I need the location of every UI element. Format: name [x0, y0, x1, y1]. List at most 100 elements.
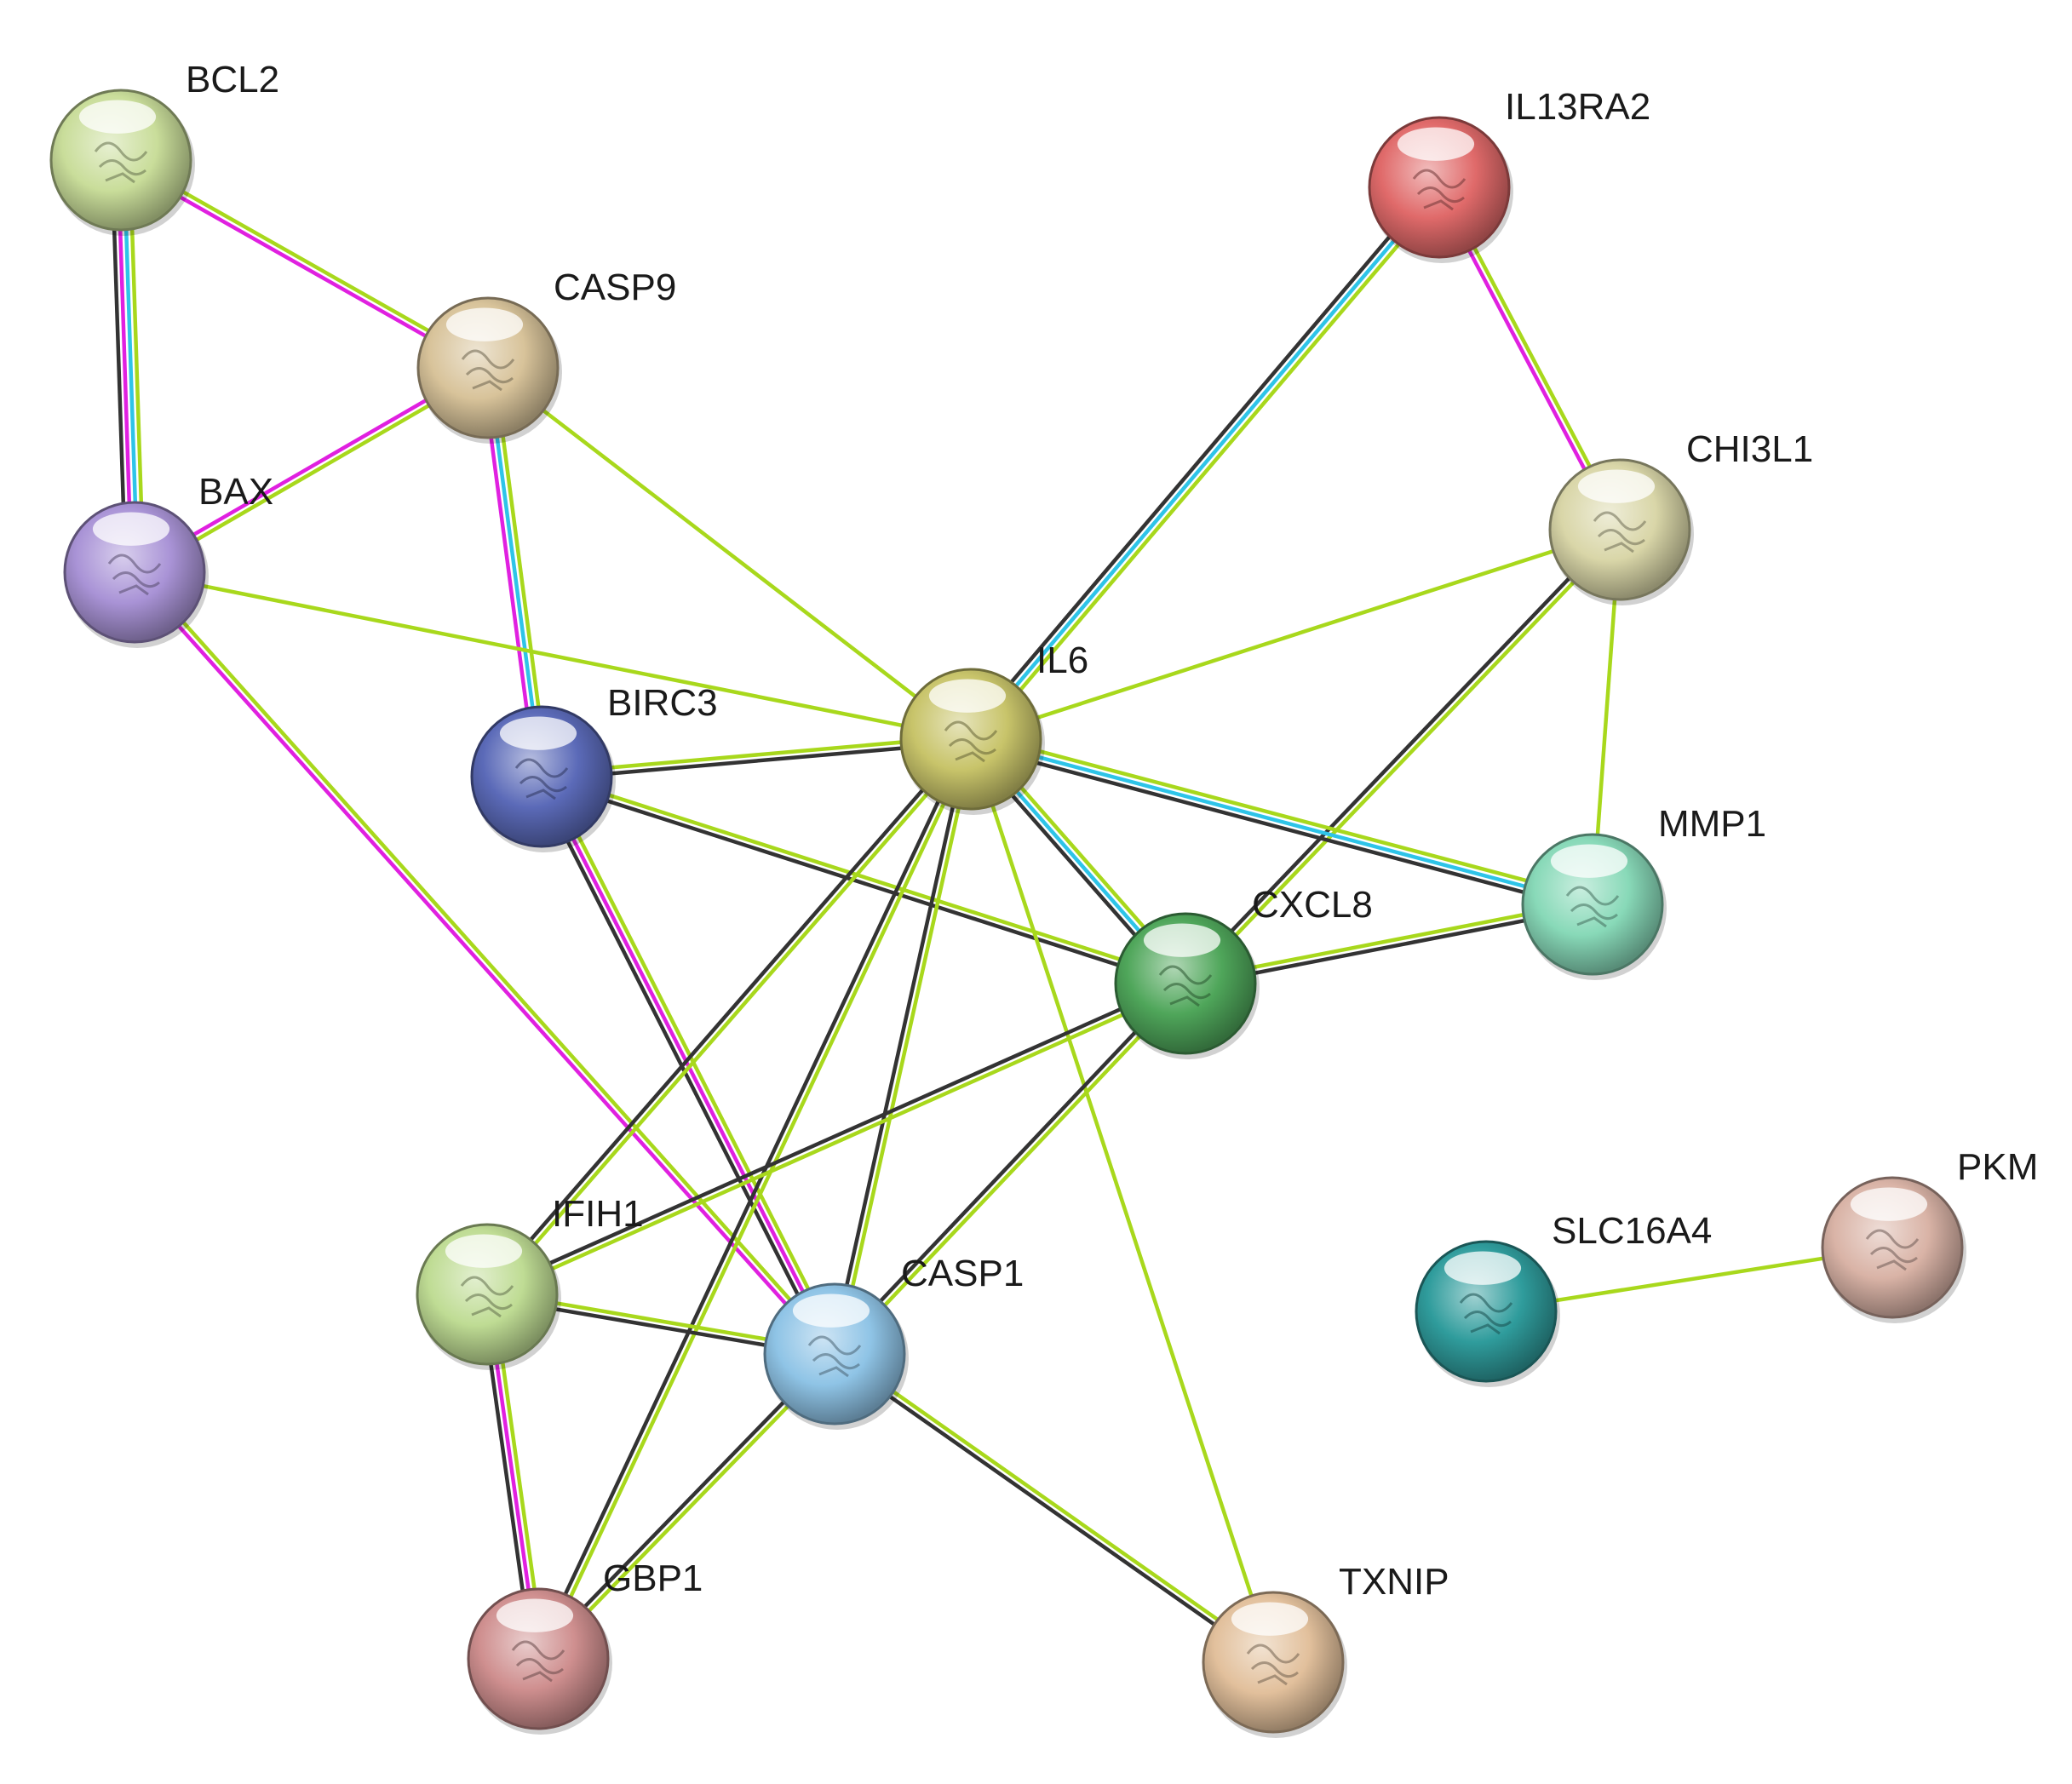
edge-evidence-line — [835, 739, 976, 1356]
edge-evidence-line — [542, 772, 1187, 983]
edge-bax-il6 — [134, 570, 972, 742]
edge-il6-mmp1 — [968, 731, 1595, 912]
protein-structure-icon — [511, 1640, 565, 1683]
edge-evidence-line — [972, 731, 1595, 901]
edge-evidence-line — [970, 737, 1593, 907]
node-highlight — [78, 100, 157, 134]
node-cxcl8[interactable]: CXCL8 — [1114, 884, 1373, 1059]
edge-evidence-line — [540, 777, 1185, 989]
edge-evidence-line — [487, 984, 1188, 1299]
node-slc16a4[interactable]: SLC16A4 — [1415, 1210, 1712, 1387]
edge-evidence-line — [130, 572, 835, 1357]
node-label: CXCL8 — [1252, 884, 1373, 926]
edge-cxcl8-casp1 — [830, 980, 1190, 1357]
protein-structure-icon — [1158, 965, 1213, 1007]
node-highlight — [792, 1294, 870, 1328]
edge-evidence-line — [829, 737, 970, 1354]
edge-cxcl8-ifih1 — [485, 978, 1188, 1299]
edge-evidence-line — [968, 743, 1592, 912]
protein-structure-icon — [514, 758, 569, 800]
node-highlight — [1444, 1251, 1522, 1285]
edge-il6-casp1 — [829, 737, 976, 1356]
edge-evidence-line — [970, 527, 1621, 742]
protein-structure-icon — [107, 554, 162, 596]
edge-evidence-line — [830, 980, 1185, 1354]
edge-evidence-line — [1181, 526, 1620, 984]
edge-evidence-line — [134, 570, 972, 742]
node-il6[interactable]: IL6 — [899, 640, 1088, 815]
node-label: PKM — [1957, 1146, 2038, 1188]
node-birc3[interactable]: BIRC3 — [470, 682, 718, 852]
protein-structure-icon — [1459, 1293, 1513, 1335]
node-highlight — [445, 1234, 523, 1268]
protein-structure-icon — [807, 1335, 862, 1378]
node-chi3l1[interactable]: CHI3L1 — [1548, 428, 1813, 605]
edge-evidence-line — [483, 736, 971, 1294]
node-highlight — [1550, 844, 1628, 878]
edge-evidence-line — [969, 186, 1441, 741]
node-label: BAX — [198, 471, 273, 513]
node-ifih1[interactable]: IFIH1 — [416, 1193, 644, 1370]
node-highlight — [1397, 127, 1475, 161]
edge-chi3l1-il6 — [970, 527, 1621, 742]
edge-evidence-line — [486, 366, 973, 741]
node-bcl2[interactable]: BCL2 — [49, 59, 279, 236]
protein-structure-icon — [1865, 1229, 1920, 1271]
node-label: IL13RA2 — [1505, 86, 1650, 128]
protein-structure-icon — [1565, 886, 1620, 928]
node-label: BCL2 — [186, 59, 279, 100]
edge-evidence-line — [487, 739, 975, 1298]
edge-evidence-line — [135, 569, 839, 1354]
node-casp1[interactable]: CASP1 — [763, 1253, 1024, 1430]
node-label: CHI3L1 — [1686, 428, 1813, 470]
edge-evidence-line — [1185, 530, 1624, 987]
edge-evidence-line — [835, 1350, 1277, 1661]
edge-evidence-line — [541, 734, 971, 776]
edge-evidence-line — [485, 978, 1185, 1294]
edge-bax-casp1 — [130, 569, 839, 1357]
protein-structure-icon — [461, 349, 515, 392]
edge-evidence-line — [968, 738, 1276, 1663]
protein-structure-icon — [944, 720, 998, 763]
node-highlight — [499, 716, 577, 750]
edge-evidence-line — [831, 1355, 1273, 1666]
node-txnip[interactable]: TXNIP — [1202, 1561, 1449, 1738]
node-casp9[interactable]: CASP9 — [416, 267, 676, 444]
node-label: GBP1 — [603, 1557, 703, 1599]
node-label: IL6 — [1036, 640, 1088, 681]
node-highlight — [1850, 1187, 1928, 1221]
edge-evidence-line — [835, 984, 1190, 1357]
protein-structure-icon — [460, 1276, 514, 1318]
protein-structure-icon — [1412, 169, 1466, 211]
edge-birc3-il6 — [541, 734, 972, 782]
edge-il6-txnip — [968, 738, 1276, 1663]
edge-evidence-line — [964, 182, 1437, 737]
node-highlight — [1231, 1602, 1309, 1636]
node-highlight — [92, 512, 170, 546]
protein-structure-icon — [1593, 511, 1647, 554]
node-mmp1[interactable]: MMP1 — [1521, 803, 1766, 980]
node-label: BIRC3 — [607, 682, 718, 724]
node-il13ra2[interactable]: IL13RA2 — [1368, 86, 1650, 263]
edge-evidence-line — [973, 190, 1446, 744]
edge-il6-gbp1 — [533, 737, 976, 1661]
protein-structure-icon — [1246, 1643, 1300, 1686]
node-label: CASP9 — [554, 267, 676, 308]
node-bax[interactable]: BAX — [63, 471, 273, 648]
node-label: TXNIP — [1339, 1561, 1449, 1603]
protein-structure-icon — [94, 141, 148, 184]
edge-evidence-line — [539, 775, 837, 1356]
edge-evidence-line — [533, 737, 970, 1659]
edge-il6-ifih1 — [483, 736, 975, 1298]
edge-evidence-line — [542, 740, 972, 782]
node-label: CASP1 — [901, 1253, 1024, 1294]
node-pkm[interactable]: PKM — [1821, 1146, 2038, 1323]
node-gbp1[interactable]: GBP1 — [467, 1557, 703, 1735]
edge-casp1-txnip — [831, 1350, 1277, 1666]
node-highlight — [496, 1598, 574, 1632]
node-highlight — [1143, 923, 1221, 957]
edge-il13ra2-il6 — [964, 182, 1446, 744]
edge-casp9-il6 — [486, 366, 973, 741]
